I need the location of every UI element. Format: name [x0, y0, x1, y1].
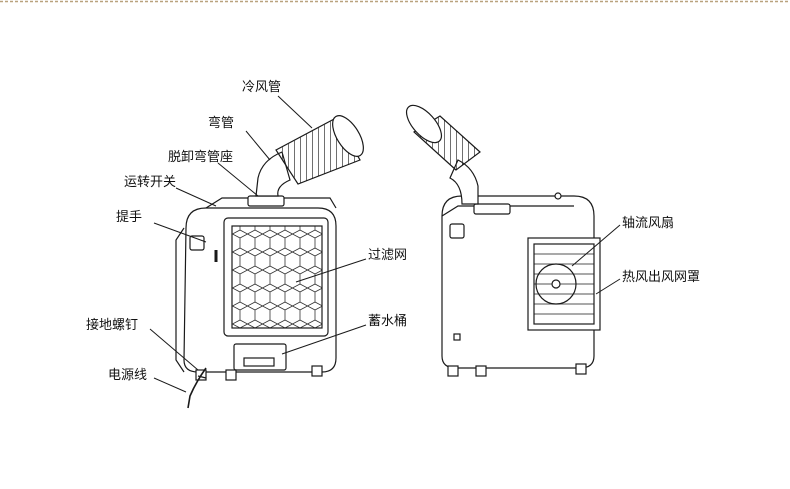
- label-hot-air-grille: 热风出风网罩: [622, 270, 701, 285]
- front-unit: [175, 115, 364, 409]
- label-handle: 提手: [116, 210, 143, 225]
- label-elbow-seat: 脱卸弯管座: [168, 150, 234, 165]
- rear-duct-hose: [405, 104, 481, 171]
- label-power-cord: 电源线: [108, 368, 148, 383]
- rear-unit: [405, 104, 601, 377]
- label-axial-fan: 轴流风扇: [622, 216, 675, 231]
- leader-lines: [149, 95, 621, 393]
- label-cold-air-duct: 冷风管: [242, 80, 282, 95]
- cold-air-duct-hose: [275, 115, 364, 185]
- label-filter-mesh: 过滤网: [368, 248, 408, 263]
- label-run-switch: 运转开关: [124, 175, 177, 190]
- label-water-tank: 蓄水桶: [368, 314, 408, 329]
- label-ground-screw: 接地螺钉: [86, 318, 139, 333]
- label-elbow: 弯管: [208, 116, 235, 131]
